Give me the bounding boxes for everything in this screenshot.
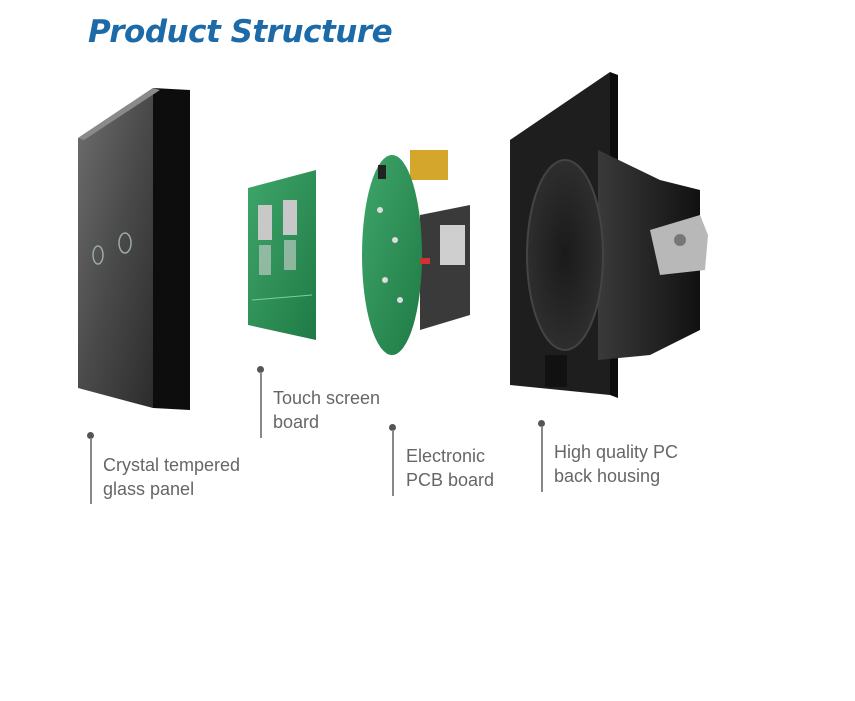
callout-line	[260, 372, 262, 438]
pcb-board-image	[362, 150, 470, 355]
back-housing-image	[510, 72, 708, 398]
label-line-1: Electronic	[406, 446, 486, 466]
glass-panel-image	[78, 88, 190, 410]
label-touch-board: Touch screen board	[273, 386, 380, 434]
label-glass-panel: Crystal tempered glass panel	[103, 453, 240, 501]
callout-dot	[257, 366, 264, 373]
label-line-2: glass panel	[103, 479, 195, 499]
label-line-1: Crystal tempered	[103, 455, 241, 475]
callout-line	[541, 426, 543, 492]
label-line-1: High quality PC	[554, 442, 679, 462]
page-title: Product Structure	[88, 14, 393, 50]
callout-dot	[389, 424, 396, 431]
label-back-housing: High quality PC back housing	[554, 440, 678, 488]
label-line-2: back housing	[554, 466, 661, 486]
callout-line	[90, 438, 92, 504]
callout-dot	[538, 420, 545, 427]
callout-dot	[87, 432, 94, 439]
touch-screen-board-image	[248, 170, 316, 340]
label-line-1: Touch screen	[273, 388, 381, 408]
callout-line	[392, 430, 394, 496]
label-pcb-board: Electronic PCB board	[406, 444, 494, 492]
label-line-2: PCB board	[406, 470, 495, 490]
label-line-2: board	[273, 412, 320, 432]
